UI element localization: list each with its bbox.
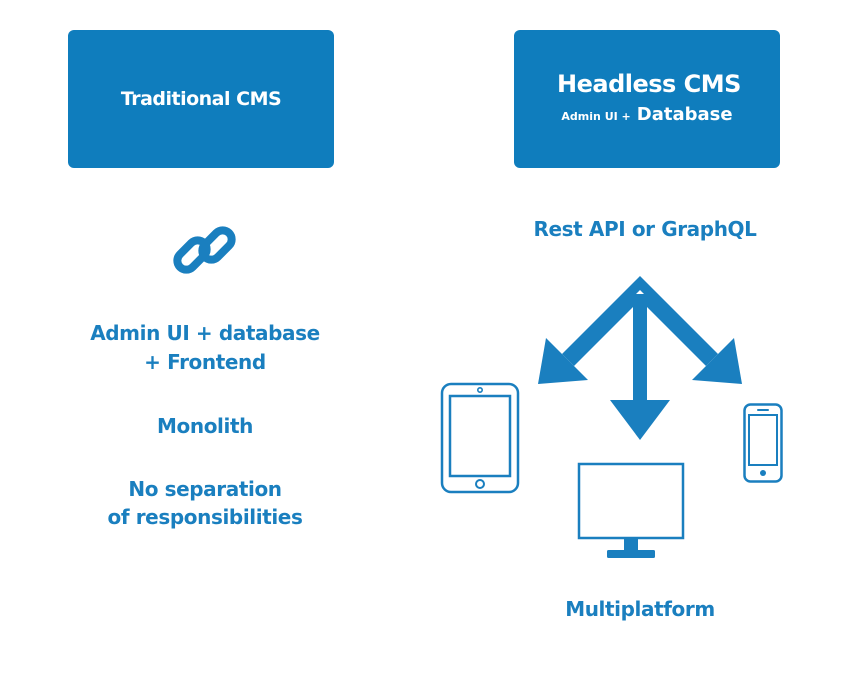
left-monolith-label: Monolith xyxy=(157,414,253,438)
three-arrows-icon xyxy=(538,276,742,440)
desktop-monitor-icon xyxy=(577,462,685,558)
smartphone-icon xyxy=(743,403,783,483)
headless-subtitle-large: Database xyxy=(636,103,733,125)
headless-cms-subtitle: Admin UI + Database xyxy=(561,104,732,125)
left-separation-line1: No separation xyxy=(128,477,282,501)
left-features-line1: Admin UI + database xyxy=(90,321,320,345)
multiplatform-label: Multiplatform xyxy=(565,597,715,621)
tablet-icon xyxy=(440,382,520,494)
traditional-cms-box: Traditional CMS xyxy=(68,30,334,168)
left-separation-line2: of responsibilities xyxy=(107,505,303,529)
left-features-line2: + Frontend xyxy=(144,350,266,374)
api-label: Rest API or GraphQL xyxy=(533,217,757,241)
headless-cms-box: Headless CMS Admin UI + Database xyxy=(514,30,780,168)
traditional-cms-title: Traditional CMS xyxy=(120,88,282,110)
headless-subtitle-small: Admin UI + xyxy=(561,109,631,123)
link-icon xyxy=(173,226,236,274)
headless-cms-title: Headless CMS xyxy=(557,69,741,98)
